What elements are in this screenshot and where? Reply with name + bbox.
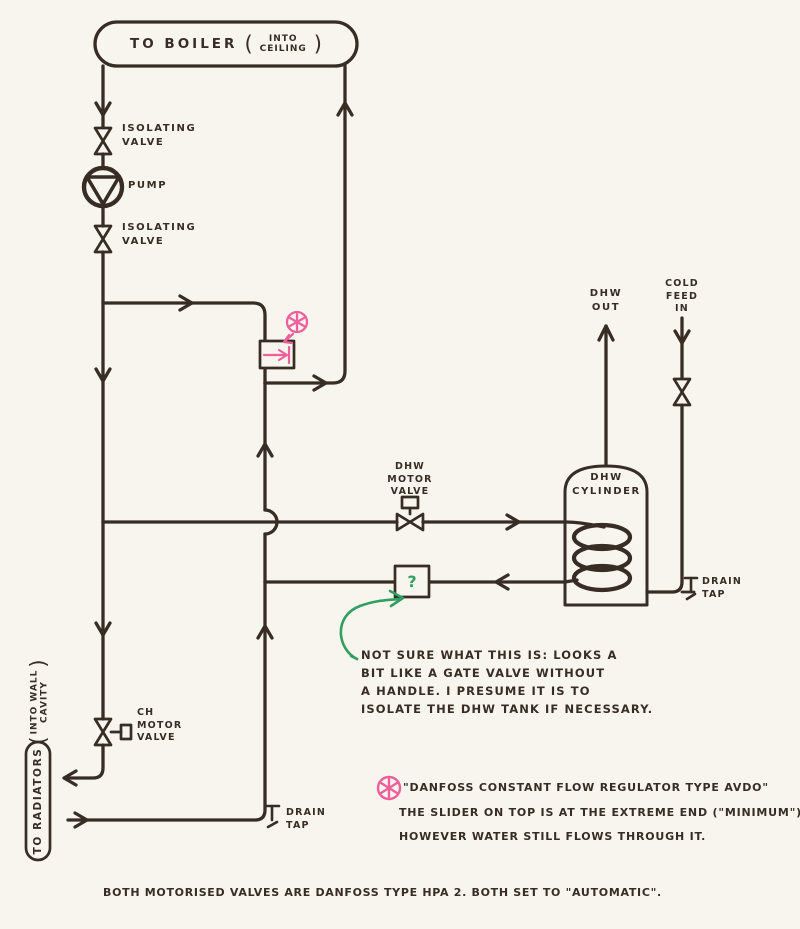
drain-tap-bottom-label: DRAIN TAP	[286, 807, 327, 831]
flow-arrow-right-icon	[178, 294, 194, 312]
radiators-bubble	[24, 740, 52, 862]
pump-label: PUMP	[128, 180, 168, 191]
flow-arrow-up-icon	[597, 324, 615, 342]
flow-arrow-up-icon	[256, 442, 274, 458]
pipe-return-riser	[66, 381, 279, 829]
unknown-valve-icon	[393, 564, 431, 599]
paren-open: (	[244, 31, 253, 56]
flow-arrow-down-icon	[94, 101, 112, 117]
heating-coil-icon	[563, 520, 633, 593]
isolating-valve-top-label: ISOLATING VALVE	[122, 123, 197, 148]
pump-icon	[81, 165, 125, 209]
question-mark-label: ?	[407, 572, 417, 591]
drain-tap-icon	[263, 804, 281, 829]
pipe-boiler-flow	[62, 64, 112, 787]
regulator-note-line3: HOWEVER WATER STILL FLOWS THROUGH IT.	[399, 830, 707, 843]
footer-note: BOTH MOTORISED VALVES ARE DANFOSS TYPE H…	[103, 886, 662, 899]
boiler-bubble-label: TO BOILER ( INTO CEILING )	[95, 22, 357, 66]
drain-tap-right-label: DRAIN TAP	[702, 576, 743, 600]
asterisk-marker-icon	[282, 310, 309, 345]
boiler-sub-text: INTO CEILING	[259, 34, 307, 54]
paren-open: (	[26, 736, 51, 745]
dhw-motor-valve-label: DHW MOTOR VALVE	[387, 461, 433, 497]
regulator-slider-arrow-icon	[262, 345, 291, 365]
paren-close: )	[26, 659, 51, 668]
asterisk-marker-icon	[376, 775, 402, 801]
radiators-sub-label: ( INTO WALL CAVITY )	[26, 659, 51, 745]
flow-arrow-right-icon	[312, 374, 328, 392]
pipe-dhw-return	[263, 573, 567, 591]
isolating-valve-icon	[93, 224, 113, 254]
pipe-boiler-return	[263, 64, 354, 392]
flow-arrow-down-icon	[94, 621, 112, 637]
flow-arrow-down-icon	[673, 329, 691, 345]
dhw-cylinder-label: DHW CYLINDER	[572, 472, 641, 497]
regulator-note-line2: THE SLIDER ON TOP IS AT THE EXTREME END …	[399, 806, 800, 819]
cold-feed-in-label: COLD FEED IN	[665, 278, 699, 314]
flow-arrow-right-icon	[73, 811, 89, 829]
flow-arrow-right-icon	[505, 513, 521, 531]
pipe-cold-feed	[645, 316, 696, 594]
radiators-label-text: TO RADIATORS	[32, 747, 44, 855]
dhw-motor-valve-icon	[395, 495, 425, 532]
flow-arrow-left-icon	[494, 573, 510, 591]
paren-close: )	[313, 31, 322, 56]
boiler-bubble	[93, 20, 359, 68]
dhw-out-label: DHW OUT	[589, 288, 623, 313]
isolating-valve-icon	[672, 377, 692, 407]
flow-arrow-up-icon	[336, 101, 354, 117]
isolating-valve-bottom-label: ISOLATING VALVE	[122, 222, 197, 247]
regulator-note-line1: "DANFOSS CONSTANT FLOW REGULATOR TYPE AV…	[403, 781, 769, 794]
pipe-dhw-flow	[101, 513, 567, 531]
annotation-arrow-icon	[339, 589, 405, 661]
pipe-bypass	[101, 294, 267, 385]
unknown-component-note: NOT SURE WHAT THIS IS: LOOKS A BIT LIKE …	[361, 648, 654, 716]
pipe-dhw-out	[597, 324, 615, 468]
flow-arrow-up-icon	[256, 624, 274, 640]
radiators-sub-text: INTO WALL CAVITY	[29, 669, 49, 735]
ch-motor-valve-icon	[93, 717, 133, 747]
flow-arrow-left-icon	[62, 769, 78, 787]
flow-arrow-down-icon	[94, 367, 112, 383]
ch-motor-valve-label: CH MOTOR VALVE	[137, 707, 183, 743]
isolating-valve-icon	[93, 126, 113, 156]
boiler-label-text: TO BOILER	[130, 36, 238, 52]
drain-tap-icon	[683, 576, 699, 601]
